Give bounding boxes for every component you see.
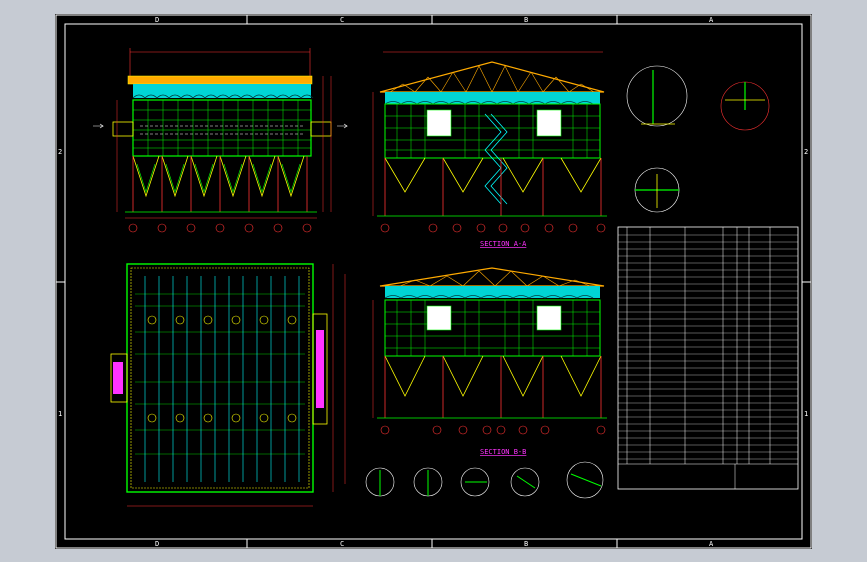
zone-label-top-a: A xyxy=(709,16,714,24)
section-bb-title: SECTION B-B xyxy=(480,448,526,456)
drawing-sheet: D C B A D C B A 2 1 2 1 SECTION A-A SECT… xyxy=(55,14,812,549)
zone-label-top-d: D xyxy=(155,16,159,24)
elevation-front-view xyxy=(93,48,348,233)
section-bb-view xyxy=(372,267,607,435)
zone-label-left-2: 2 xyxy=(58,148,62,156)
zone-ticks xyxy=(56,15,811,548)
zone-label-right-1: 1 xyxy=(804,410,808,418)
cad-drawing: D C B A D C B A 2 1 2 1 SECTION A-A SECT… xyxy=(55,14,812,549)
section-aa-view xyxy=(372,51,607,233)
detail-views xyxy=(365,65,770,499)
plan-view xyxy=(110,263,346,507)
zone-label-bottom-d: D xyxy=(155,540,159,548)
zone-label-left-1: 1 xyxy=(58,410,62,418)
zone-label-top-b: B xyxy=(524,16,528,24)
zone-label-bottom-c: C xyxy=(340,540,344,548)
zone-label-right-2: 2 xyxy=(804,148,808,156)
section-aa-title: SECTION A-A xyxy=(480,240,527,248)
zone-label-bottom-b: B xyxy=(524,540,528,548)
zone-label-bottom-a: A xyxy=(709,540,714,548)
parts-list-table xyxy=(617,226,799,490)
zone-label-top-c: C xyxy=(340,16,344,24)
